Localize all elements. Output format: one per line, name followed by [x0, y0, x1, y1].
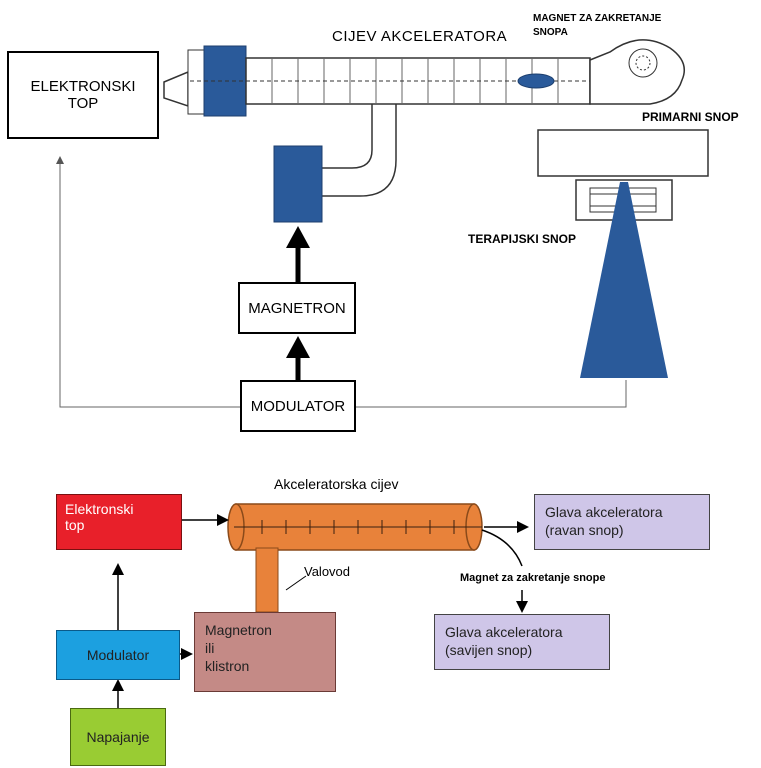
head-bent-line1: Glava akceleratora: [445, 624, 563, 640]
bottom-magnetron-line2: ili: [205, 640, 215, 656]
modulator-box: MODULATOR: [240, 380, 356, 432]
primary-beam-label: PRIMARNI SNOP: [642, 110, 739, 124]
bottom-power-supply: Napajanje: [70, 708, 166, 766]
bending-magnet-housing: [589, 39, 685, 105]
line-modulator-beam: [356, 380, 627, 408]
bottom-tube-label: Akceleratorska cijev: [274, 476, 399, 492]
line-modulator-gun: [56, 156, 240, 408]
bottom-magnetron-line1: Magnetron: [205, 622, 272, 638]
modulator-label: MODULATOR: [250, 397, 346, 415]
magnetron-box: MAGNETRON: [238, 282, 356, 334]
bottom-bending-magnet-label: Magnet za zakretanje snope: [460, 572, 606, 584]
head-straight-line2: (ravan snop): [545, 522, 624, 538]
bottom-modulator-label: Modulator: [86, 647, 150, 663]
waveguide: [322, 104, 373, 169]
bottom-electron-gun-line1: Elektronski: [65, 501, 134, 517]
waveguide-label: Valovod: [304, 564, 351, 579]
bottom-electron-gun-line2: top: [65, 517, 85, 533]
focusing-magnet: [517, 73, 555, 89]
therapy-beam-label: TERAPIJSKI SNOP: [468, 232, 577, 246]
bending-magnet-line1: MAGNET ZA ZAKRETANJE: [533, 13, 662, 24]
bottom-tube-cells: [234, 520, 482, 534]
head-bent: Glava akceleratora (savijen snop): [434, 614, 610, 670]
accelerator-tube-label: CIJEV AKCELERATORA: [332, 28, 508, 45]
bottom-magnetron-line3: klistron: [205, 658, 250, 674]
bent-beam: [481, 529, 523, 567]
head-straight: Glava akceleratora (ravan snop): [534, 494, 710, 550]
bending-magnet-label: MAGNET ZA ZAKRETANJE SNOPA: [533, 12, 661, 40]
bottom-power-supply-label: Napajanje: [86, 729, 150, 745]
bottom-waveguide: [255, 547, 279, 613]
electron-gun-line2: TOP: [67, 95, 99, 112]
bottom-modulator: Modulator: [56, 630, 180, 680]
treatment-head: [537, 129, 709, 177]
valovod-pointer: [285, 575, 307, 591]
head-straight-line1: Glava akceleratora: [545, 504, 663, 520]
bottom-electron-gun: Elektronski top: [56, 494, 182, 550]
electron-gun-line1: ELEKTRONSKI: [30, 78, 136, 95]
head-bent-line2: (savijen snop): [445, 642, 533, 658]
bending-magnet-line2: SNOPA: [533, 27, 568, 38]
electron-gun-box: [7, 51, 159, 139]
tube-flange: [187, 49, 205, 115]
bending-magnet-ring: [628, 48, 658, 78]
rf-source-block: [273, 145, 323, 223]
magnetron-label: MAGNETRON: [248, 299, 346, 317]
electron-gun-nozzle: [163, 70, 189, 108]
electron-gun-label: ELEKTRONSKI TOP: [8, 52, 158, 138]
bottom-magnetron: Magnetron ili klistron: [194, 612, 336, 692]
therapy-beam-cone: [580, 182, 668, 378]
